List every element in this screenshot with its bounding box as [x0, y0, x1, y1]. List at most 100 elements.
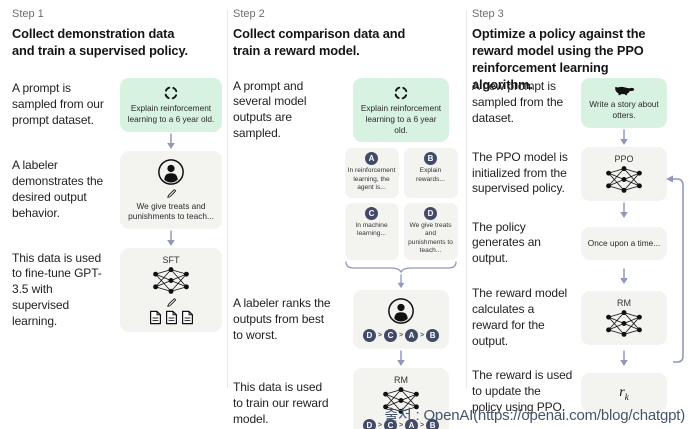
step1-arrow-2	[12, 229, 222, 248]
rank-badge: C	[383, 329, 397, 343]
step3-heading: Optimize a policy against the reward mod…	[472, 26, 646, 92]
step1-label: Step 1	[12, 8, 44, 20]
output-text: In machine learning...	[355, 221, 388, 238]
ranking-row: D > C > A > B	[358, 419, 444, 429]
step1-labeler-text: A labeler demonstrates the desired outpu…	[12, 158, 104, 220]
labeler-rank-box: D > C > A > B	[353, 290, 449, 350]
reward-value-box: rk	[581, 372, 667, 412]
step3-arrow-4	[472, 349, 667, 368]
step3-row-output: The policy generates an output. Once upo…	[472, 220, 667, 267]
step3-prompt-box: Write a story about otters.	[581, 78, 667, 128]
step3-update-text: The reward is used to update the policy …	[472, 368, 573, 415]
arrow-down-icon	[617, 268, 631, 285]
step2-row-prompt: A prompt and several model outputs are s…	[233, 78, 461, 143]
output-badge: C	[365, 206, 378, 220]
step2-row-rm: This data is used to train our reward mo…	[233, 368, 461, 429]
step1-arrow-1	[12, 132, 222, 151]
step2-arrow	[233, 349, 461, 368]
step3-label: Step 3	[472, 8, 504, 20]
step3-arrow-1	[472, 128, 667, 147]
output-card-d: D We give treats and punishments to teac…	[403, 202, 458, 261]
rank-badge: B	[426, 329, 440, 343]
otter-icon	[612, 85, 636, 97]
step1-prompt-example: Explain reinforcement learning to a 6 ye…	[127, 103, 215, 124]
step1-finetune-text: This data is used to fine-tune GPT-3.5 w…	[12, 250, 102, 328]
step2-train-text: This data is used to train our reward mo…	[233, 380, 329, 426]
step3-row-reward: The reward is used to update the policy …	[472, 368, 667, 415]
step2-label: Step 2	[233, 8, 265, 20]
step1-row-sft: This data is used to fine-tune GPT-3.5 w…	[12, 248, 222, 333]
pencil-icon	[166, 297, 177, 308]
loop-arrow-icon	[666, 175, 684, 363]
step2-row-rank: A labeler ranks the outputs from best to…	[233, 290, 461, 350]
rm-label: RM	[394, 375, 408, 386]
step2-prompt-box: Explain reinforcement learning to a 6 ye…	[353, 78, 449, 143]
output-text: In reinforcement learning, the agent is.…	[347, 167, 396, 192]
arrow-down-icon	[394, 274, 408, 289]
step3-header: Step 3 Optimize a policy against the rew…	[472, 8, 667, 92]
step3-output-text: The policy generates an output.	[472, 219, 541, 266]
output-card-a: A In reinforcement learning, the agent i…	[344, 148, 399, 198]
step1-column: Step 1 Collect demonstration data and tr…	[12, 8, 222, 429]
rank-separator: >	[420, 332, 425, 340]
step3-init-text: The PPO model is initialized from the su…	[472, 149, 568, 196]
step2-rank-text: A labeler ranks the outputs from best to…	[233, 296, 331, 342]
rank-separator: >	[377, 332, 382, 340]
step3-column: Step 3 Optimize a policy against the rew…	[472, 8, 693, 429]
step3-prompt-text: A new prompt is sampled from the dataset…	[472, 79, 564, 125]
step3-arrow-2	[472, 201, 667, 220]
ppo-model-box: PPO	[581, 146, 667, 201]
ranking-row: D > C > A > B	[358, 329, 444, 343]
source-caption: 출처 : OpenAI(https://openai.com/blog/chat…	[384, 407, 685, 424]
output-badge: B	[424, 152, 437, 166]
documents-row	[125, 310, 217, 325]
step1-heading: Collect demonstration data and train a s…	[12, 26, 188, 58]
cycle-icon	[163, 85, 179, 101]
step1-header: Step 1 Collect demonstration data and tr…	[12, 8, 222, 78]
rank-badge: D	[362, 329, 376, 343]
sft-label: SFT	[162, 255, 180, 266]
rank-separator: >	[398, 332, 404, 340]
output-text: Explain rewards...	[416, 167, 445, 183]
rm-label: RM	[617, 297, 631, 308]
rank-badge: C	[383, 419, 397, 429]
arrow-down-icon	[164, 230, 178, 247]
document-icon	[149, 310, 162, 325]
pencil-icon	[166, 188, 177, 199]
cycle-icon	[393, 85, 409, 101]
curly-brace	[345, 261, 457, 274]
rank-badge: D	[362, 419, 376, 429]
step3-reward-text: The reward model calculates a reward for…	[472, 286, 568, 348]
arrow-down-icon	[394, 350, 408, 367]
reward-model-box: RM D > C > A > B	[353, 368, 449, 429]
step3-arrow-3	[472, 267, 667, 286]
step3-row-prompt: A new prompt is sampled from the dataset…	[472, 78, 667, 128]
output-card-c: C In machine learning...	[344, 202, 399, 261]
rank-separator: >	[377, 422, 382, 429]
arrow-down-icon	[617, 129, 631, 146]
reward-symbol: rk	[619, 384, 629, 402]
sft-model-box: SFT	[120, 248, 222, 333]
step2-column: Step 2 Collect comparison data and train…	[233, 8, 461, 429]
step1-row-labeler: A labeler demonstrates the desired outpu…	[12, 150, 222, 230]
step1-row-prompt: A prompt is sampled from our prompt data…	[12, 78, 222, 132]
output-card-b: B Explain rewards...	[403, 148, 458, 198]
rank-badge: A	[405, 329, 419, 343]
rank-badge: A	[405, 419, 419, 429]
step1-prompt-box: Explain reinforcement learning to a 6 ye…	[120, 78, 222, 132]
arrow-down-icon	[617, 202, 631, 219]
step2-prompt-text: A prompt and several model outputs are s…	[233, 78, 307, 140]
output-text: We give treats and punishments to teach.…	[408, 221, 453, 254]
step1-prompt-text: A prompt is sampled from our prompt data…	[12, 81, 104, 127]
document-icon	[165, 310, 178, 325]
person-icon	[387, 297, 415, 325]
person-icon	[157, 158, 185, 186]
step3-prompt-example: Write a story about otters.	[589, 99, 659, 120]
step2-heading: Collect comparison data and train a rewa…	[233, 26, 406, 58]
step2-brace-row	[233, 260, 461, 290]
policy-output-box: Once upon a time...	[581, 226, 667, 260]
step3-row-ppo: The PPO model is initialized from the su…	[472, 146, 667, 201]
step2-row-outputs: A In reinforcement learning, the agent i…	[233, 142, 461, 261]
step2-prompt-example: Explain reinforcement learning to a 6 ye…	[360, 103, 442, 135]
